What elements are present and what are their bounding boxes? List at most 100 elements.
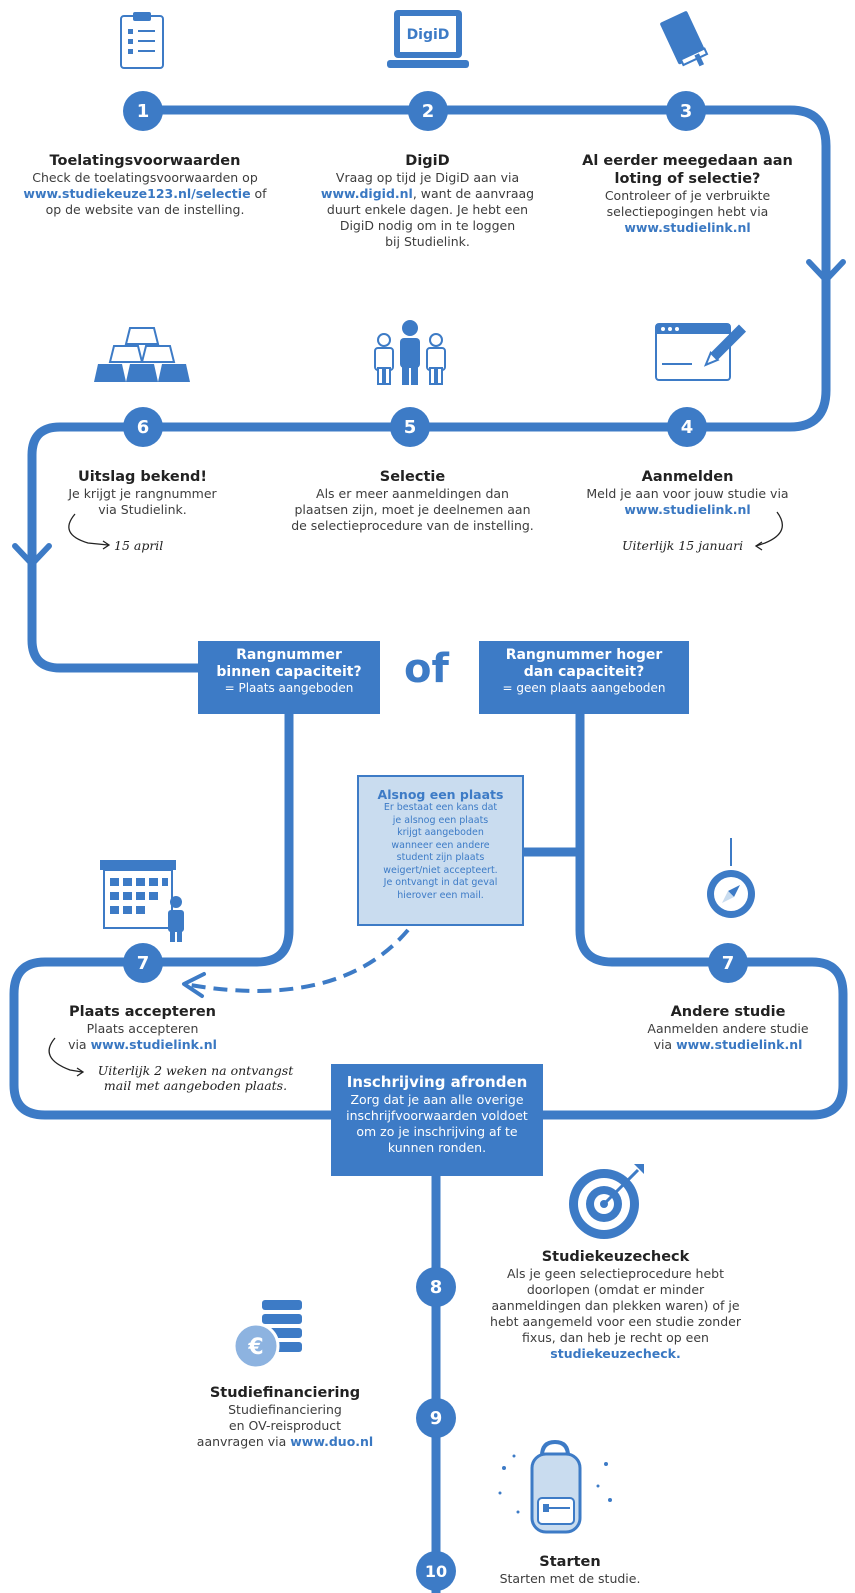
step-7b-number: 7	[708, 943, 748, 983]
step-1-number: 1	[123, 91, 163, 131]
step-1-block: Toelatingsvoorwaarden Check de toelating…	[0, 152, 290, 218]
step-6-number: 6	[123, 407, 163, 447]
step-4-deadline: Uiterlijk 15 januari	[622, 538, 744, 553]
alsnog-line6: weigert/niet accepteert.	[383, 864, 498, 876]
step-5-block: Selectie Als er meer aanmeldingen dan pl…	[285, 468, 540, 534]
step-8-text2: doorlopen (omdat er minder	[526, 1282, 705, 1297]
step-8-link[interactable]: studiekeuzecheck.	[550, 1346, 681, 1361]
inschrijving-line2: inschrijfvoorwaarden voldoet	[346, 1108, 528, 1123]
step-10-block: Starten Starten met de studie.	[470, 1553, 670, 1587]
alsnog-line1: Er bestaat een kans dat	[383, 802, 498, 813]
step-7b-block: Andere studie Aanmelden andere studie vi…	[618, 1003, 838, 1053]
step-8-block: Studiekeuzecheck Als je geen selectiepro…	[468, 1248, 763, 1362]
box-hoger-title: Rangnummer hoger	[505, 647, 663, 663]
clipboard-icon	[120, 12, 164, 69]
step-2-block: DigiD Vraag op tijd je DigiD aan via www…	[290, 152, 565, 250]
step-2-link[interactable]: www.digid.nl	[320, 186, 413, 201]
step-1-text: Check de toelatingsvoorwaarden op	[32, 170, 258, 185]
step-8-number: 8	[416, 1267, 456, 1307]
step-7a-text: Plaats accepteren	[86, 1021, 199, 1036]
step-6-date: 15 april	[114, 538, 164, 553]
book-icon	[660, 11, 709, 67]
inschrijving-title: Inschrijving afronden	[346, 1073, 528, 1091]
step-10-number: 10	[416, 1551, 456, 1591]
step-2-text5: bij Studielink.	[385, 234, 470, 249]
box-binnen-title: Rangnummer	[236, 647, 342, 663]
step-7a-deadline-line2: mail met aangeboden plaats.	[103, 1078, 288, 1093]
step-3-link[interactable]: www.studielink.nl	[624, 220, 751, 235]
step-2-text2: , want de aanvraag	[412, 186, 535, 201]
target-icon	[569, 1164, 644, 1239]
step-9-number: 9	[416, 1398, 456, 1438]
form-pen-icon	[655, 323, 747, 381]
step-1-link[interactable]: www.studiekeuze123.nl/selectie	[23, 186, 251, 201]
box-alsnog-een-plaats: Alsnog een plaats Er bestaat een kans da…	[357, 775, 524, 926]
step-5-text: Als er meer aanmeldingen dan	[316, 486, 509, 501]
step-9-block: Studiefinanciering Studiefinanciering en…	[170, 1384, 400, 1450]
step-4-text: Meld je aan voor jouw studie via	[586, 486, 789, 501]
step-7a-title: Plaats accepteren	[68, 1004, 217, 1020]
step-7a-deadline-line1: Uiterlijk 2 weken na ontvangst	[97, 1063, 294, 1078]
step-5-number: 5	[390, 407, 430, 447]
step-4-link[interactable]: www.studielink.nl	[624, 502, 751, 517]
inschrijving-line4: kunnen ronden.	[387, 1140, 487, 1155]
step-6-title: Uitslag bekend!	[77, 469, 208, 485]
step-5-title: Selectie	[379, 469, 446, 485]
step-3-title: Al eerder meegedaan aan	[582, 153, 793, 169]
alsnog-line8: hierover een mail.	[397, 889, 484, 901]
step-7a-deadline: Uiterlijk 2 weken na ontvangst mail met …	[88, 1063, 303, 1093]
inschrijving-line1: Zorg dat je aan alle overige	[350, 1092, 524, 1107]
step-2-text4: DigiD nodig om in te loggen	[339, 218, 516, 233]
step-5-text2: plaatsen zijn, moet je deelnemen aan	[294, 502, 531, 517]
step-1-text2: of	[250, 186, 267, 201]
step-3-text2: selectiepogingen hebt via	[606, 204, 769, 219]
step-9-text: Studiefinanciering	[228, 1402, 342, 1417]
step-6-text2: via Studielink.	[98, 502, 187, 517]
step-2-title: DigiD	[405, 153, 450, 169]
step-4-title: Aanmelden	[641, 469, 734, 485]
step-8-title: Studiekeuzecheck	[541, 1249, 690, 1265]
alsnog-line4: wanneer een andere	[391, 839, 490, 851]
step-9-title: Studiefinanciering	[209, 1385, 361, 1401]
alsnog-line3: krijgt aangeboden	[397, 827, 484, 838]
box-rangnummer-binnen: Rangnummer binnen capaciteit? = Plaats a…	[198, 641, 380, 714]
alsnog-title: Alsnog een plaats	[377, 787, 504, 802]
laptop-icon: DigiD	[387, 10, 469, 68]
box-rangnummer-hoger: Rangnummer hoger dan capaciteit? = geen …	[479, 641, 689, 714]
alsnog-line5: student zijn plaats	[396, 852, 485, 863]
step-8-text: Als je geen selectieprocedure hebt	[506, 1266, 724, 1281]
step-3-text: Controleer of je verbruikte	[604, 188, 771, 203]
step-9-link[interactable]: www.duo.nl	[290, 1434, 374, 1449]
step-1-text3: op de website van de instelling.	[45, 202, 245, 217]
step-8-text3: aanmeldingen dan plekken waren) of je	[491, 1298, 740, 1313]
step-5-text3: de selectieprocedure van de instelling.	[291, 518, 534, 533]
of-label: of	[404, 646, 449, 692]
backpack-icon	[498, 1439, 612, 1534]
people-icon	[374, 320, 446, 385]
inschrijving-line3: om zo je inschrijving af te	[356, 1124, 518, 1139]
step-8-text4: hebt aangemeld voor een studie zonder	[490, 1314, 741, 1329]
step-7b-title: Andere studie	[670, 1004, 786, 1020]
alsnog-line2: je alsnog een plaats	[392, 814, 489, 826]
step-4-number: 4	[667, 407, 707, 447]
step-10-text: Starten met de studie.	[499, 1571, 641, 1586]
step-3-number: 3	[666, 91, 706, 131]
alsnog-line7: Je ontvangt in dat geval	[383, 877, 498, 888]
step-7b-link[interactable]: www.studielink.nl	[676, 1037, 803, 1052]
step-7a-number: 7	[123, 943, 163, 983]
box-binnen-title2: binnen capaciteit?	[216, 664, 362, 680]
box-hoger-title2: dan capaciteit?	[523, 664, 645, 680]
laptop-screen-label: DigiD	[407, 27, 450, 43]
step-4-block: Aanmelden Meld je aan voor jouw studie v…	[565, 468, 810, 518]
step-2-number: 2	[408, 91, 448, 131]
gold-bars-icon	[94, 327, 190, 382]
step-9-text3: aanvragen via	[196, 1434, 291, 1449]
step-8-text5: fixus, dan heb je recht op een	[522, 1330, 709, 1345]
step-3-block: Al eerder meegedaan aan loting of select…	[565, 152, 810, 236]
step-7a-link[interactable]: www.studielink.nl	[90, 1037, 217, 1052]
step-7a-block: Plaats accepteren Plaats accepteren via …	[40, 1003, 245, 1053]
step-10-title: Starten	[539, 1554, 601, 1570]
step-2-text: Vraag op tijd je DigiD aan via	[335, 170, 520, 185]
step-7b-text: Aanmelden andere studie	[647, 1021, 809, 1036]
